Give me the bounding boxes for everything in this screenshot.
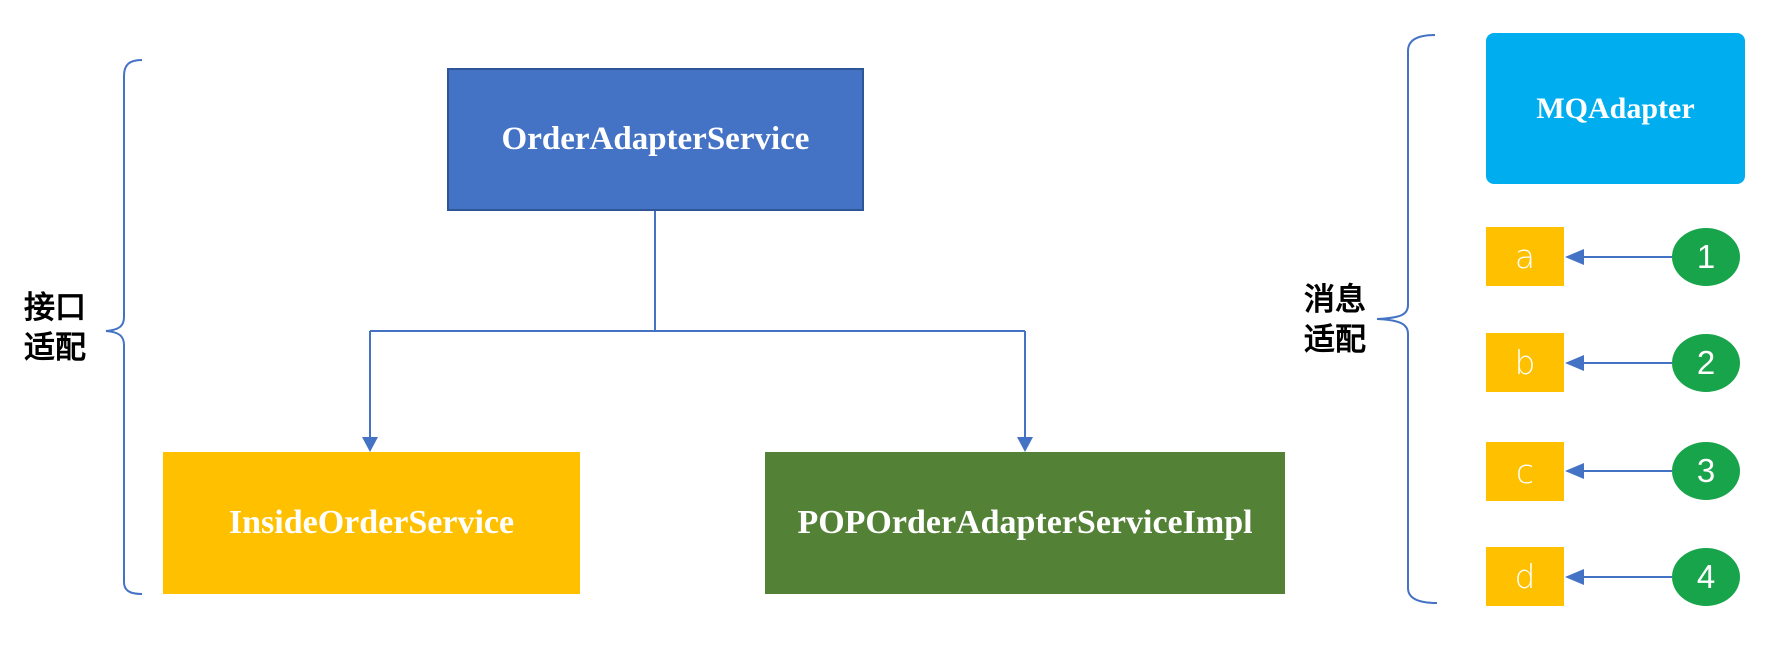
- row-b-arrowhead: [1565, 355, 1584, 371]
- row-d-arrowhead: [1565, 569, 1584, 585]
- message-circle-4: 4: [1672, 548, 1740, 606]
- inside-order-service-label: InsideOrderService: [228, 504, 515, 541]
- left-branch-arrowhead: [362, 437, 378, 452]
- right-branch-arrowhead: [1017, 437, 1033, 452]
- left-brace: [105, 59, 143, 595]
- pop-order-adapter-service-impl-label: POPOrderAdapterServiceImpl: [797, 504, 1253, 541]
- message-box-a: a: [1486, 227, 1564, 286]
- row-a-arrowhead: [1565, 249, 1584, 265]
- row-c-arrowhead: [1565, 463, 1584, 479]
- message-circle-3: 3: [1672, 442, 1740, 500]
- interface-adaptation-label: 接口 适配: [24, 290, 86, 365]
- mq-adapter-node: MQAdapter: [1486, 33, 1745, 184]
- order-adapter-service-label: OrderAdapterService: [501, 121, 810, 157]
- message-circle-1: 1: [1672, 228, 1740, 286]
- message-box-c: c: [1486, 442, 1564, 501]
- inside-order-service-node: InsideOrderService: [163, 452, 580, 594]
- message-box-d: d: [1486, 547, 1564, 606]
- pop-order-adapter-service-impl-node: POPOrderAdapterServiceImpl: [765, 452, 1285, 594]
- order-adapter-service-node: OrderAdapterService: [447, 68, 864, 211]
- message-adaptation-label: 消息 适配: [1304, 282, 1366, 357]
- right-brace: [1376, 34, 1438, 604]
- mq-adapter-label: MQAdapter: [1536, 91, 1695, 125]
- message-circle-2: 2: [1672, 334, 1740, 392]
- message-box-b: b: [1486, 333, 1564, 392]
